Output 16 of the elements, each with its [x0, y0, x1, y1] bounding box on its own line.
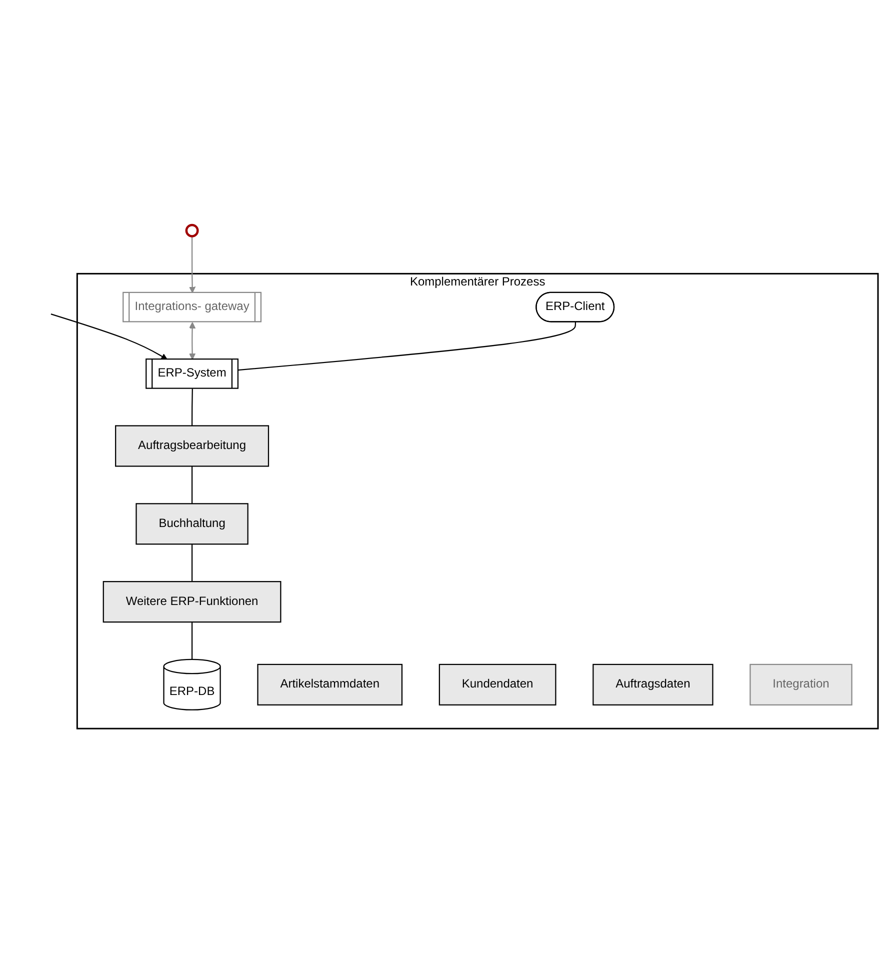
node-box: Auftragsbearbeitung [115, 424, 270, 466]
node-box: Kundendaten [438, 664, 556, 706]
connector [191, 466, 193, 504]
arrow [189, 322, 196, 360]
connector [191, 622, 193, 660]
arrow [189, 236, 196, 293]
node-box: Integration [750, 664, 852, 706]
node-box: Artikelstammdaten [257, 664, 403, 706]
node-box: Buchhaltung [136, 502, 248, 544]
connector [238, 322, 576, 370]
connector [191, 544, 193, 582]
node-box: Weitere ERP-Funktionen [102, 580, 282, 622]
node-box: Auftragsdaten [592, 664, 714, 706]
node-circle [185, 224, 199, 238]
arrow [50, 313, 168, 360]
connector [191, 388, 193, 426]
